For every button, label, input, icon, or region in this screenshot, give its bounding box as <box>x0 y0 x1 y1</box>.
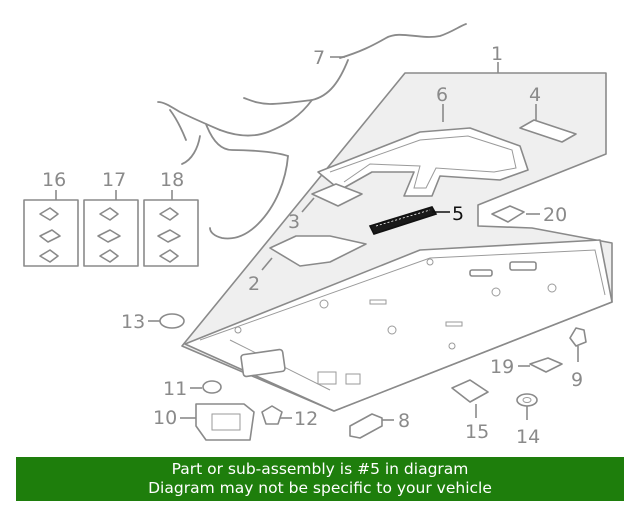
part-2-panel <box>269 235 367 267</box>
part-14-ring <box>516 393 538 407</box>
callout-7: 7 <box>313 47 325 69</box>
part-7-harness <box>157 23 467 240</box>
part-6-frame <box>317 127 529 197</box>
part-19-bracket <box>529 357 563 373</box>
notice-banner: Part or sub-assembly is #5 in diagram Di… <box>16 457 624 501</box>
callout-13: 13 <box>121 311 145 333</box>
part-9-hook <box>569 327 587 347</box>
callout-1: 1 <box>491 43 503 65</box>
callout-18: 18 <box>160 169 184 191</box>
callout-12: 12 <box>294 408 318 430</box>
callout-16: 16 <box>42 169 66 191</box>
notice-line-2: Diagram may not be specific to your vehi… <box>148 479 492 497</box>
clip-kit-18 <box>143 199 199 267</box>
callout-9: 9 <box>571 369 583 391</box>
clip-kit-16 <box>23 199 79 267</box>
notice-line-1: Part or sub-assembly is #5 in diagram <box>171 460 469 478</box>
callout-20: 20 <box>543 204 567 226</box>
callout-labels: 1 2 3 4 5 6 7 8 9 10 11 12 13 14 15 16 1… <box>42 43 583 448</box>
part-13-plug <box>159 313 185 329</box>
callout-10: 10 <box>153 407 177 429</box>
callout-11: 11 <box>163 378 187 400</box>
callout-8: 8 <box>398 410 410 432</box>
callout-3: 3 <box>288 211 300 233</box>
callout-15: 15 <box>465 421 489 443</box>
clip-kit-17 <box>83 199 139 267</box>
part-11-cap <box>202 380 222 394</box>
part-10-visor <box>195 403 255 441</box>
callout-19: 19 <box>490 356 514 378</box>
part-12-clip <box>261 405 283 425</box>
part-20-clip <box>491 205 525 223</box>
part-8-handle <box>349 413 383 439</box>
callout-6: 6 <box>436 84 448 106</box>
callout-14: 14 <box>516 426 540 448</box>
callout-2: 2 <box>248 273 260 295</box>
leader-lines <box>55 56 579 421</box>
callout-4: 4 <box>529 84 541 106</box>
callout-5: 5 <box>452 203 464 225</box>
part-15-lamp <box>451 379 489 403</box>
callout-17: 17 <box>102 169 126 191</box>
part-5-strip <box>368 206 438 235</box>
part-4-pad <box>519 119 577 143</box>
part-3-pad <box>311 183 363 207</box>
